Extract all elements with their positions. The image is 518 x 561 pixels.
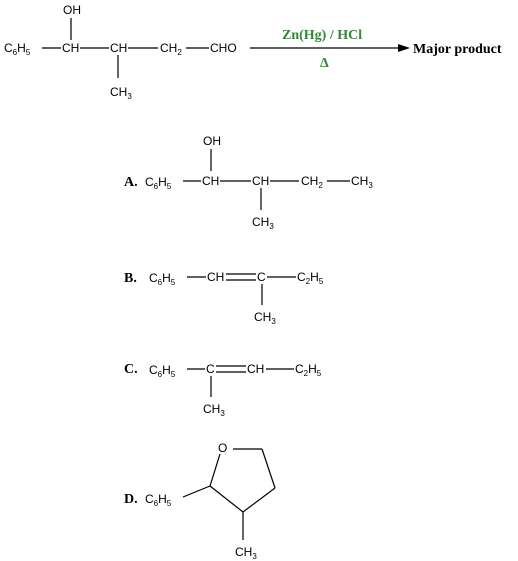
- option-a: A. OH C6H5 CH CH CH3 CH2 CH3: [124, 134, 373, 231]
- option-a-ch2-label: CH: [252, 174, 269, 188]
- option-d: D. C6H5 O CH3: [124, 441, 276, 561]
- option-b-phenyl-label: C6H5: [149, 271, 176, 287]
- option-c-phenyl-label: C6H5: [149, 363, 176, 379]
- option-a-ch1-label: CH: [202, 174, 219, 188]
- option-a-phenyl-label: C6H5: [145, 175, 172, 191]
- option-d-ring-bond-o-c2: [209, 453, 221, 487]
- option-a-methyl-label: CH3: [252, 215, 274, 231]
- option-d-ring-bond-c3-c2: [209, 485, 244, 513]
- option-b-ethyl-label: C2H5: [297, 270, 324, 286]
- option-d-label: D.: [124, 492, 138, 507]
- reaction-arrow: Zn(Hg) / HCl Δ: [250, 28, 410, 71]
- reactant-ch2b-label: CH2: [160, 41, 182, 57]
- reactant-cho-label: CHO: [210, 41, 237, 55]
- reactant-oh-label: OH: [63, 3, 81, 17]
- reactant-ch2-label: CH: [110, 41, 127, 55]
- reagent-bottom-label: Δ: [320, 56, 329, 71]
- major-product-label: Major product: [413, 42, 502, 57]
- option-d-phenyl-bond: [182, 485, 211, 498]
- option-b-ch-label: CH: [207, 270, 224, 284]
- option-c-methyl-label: CH3: [203, 402, 225, 418]
- reagent-top-label: Zn(Hg) / HCl: [282, 28, 362, 43]
- option-c-c-label: C: [206, 362, 215, 376]
- option-a-label: A.: [124, 175, 138, 190]
- option-c-ch-label: CH: [247, 362, 264, 376]
- reactant-structure: OH C6H5 CH CH CH3 CH2 CHO: [4, 3, 237, 101]
- option-a-oh-label: OH: [203, 134, 221, 148]
- option-b-c-label: C: [257, 270, 266, 284]
- option-c-label: C.: [124, 362, 138, 377]
- arrow-head-icon: [398, 44, 410, 52]
- option-d-ring-bond-c5-c4: [261, 448, 276, 489]
- option-b-label: B.: [124, 271, 137, 286]
- option-d-oxygen-label: O: [218, 441, 227, 455]
- reactant-methyl-label: CH3: [110, 85, 132, 101]
- option-b: B. C6H5 CH C CH3 C2H5: [124, 270, 324, 326]
- option-d-methyl-label: CH3: [235, 545, 257, 561]
- reactant-ch1-label: CH: [62, 41, 79, 55]
- reactant-phenyl-label: C6H5: [4, 41, 31, 57]
- option-c: C. C6H5 C CH3 CH C2H5: [124, 362, 322, 418]
- option-a-ch3end-label: CH3: [351, 174, 373, 190]
- option-b-methyl-label: CH3: [254, 310, 276, 326]
- option-d-ring-bond-c4-c3: [242, 487, 276, 513]
- option-d-phenyl-label: C6H5: [145, 492, 172, 508]
- option-a-ch2b-label: CH2: [301, 174, 323, 190]
- option-c-ethyl-label: C2H5: [295, 362, 322, 378]
